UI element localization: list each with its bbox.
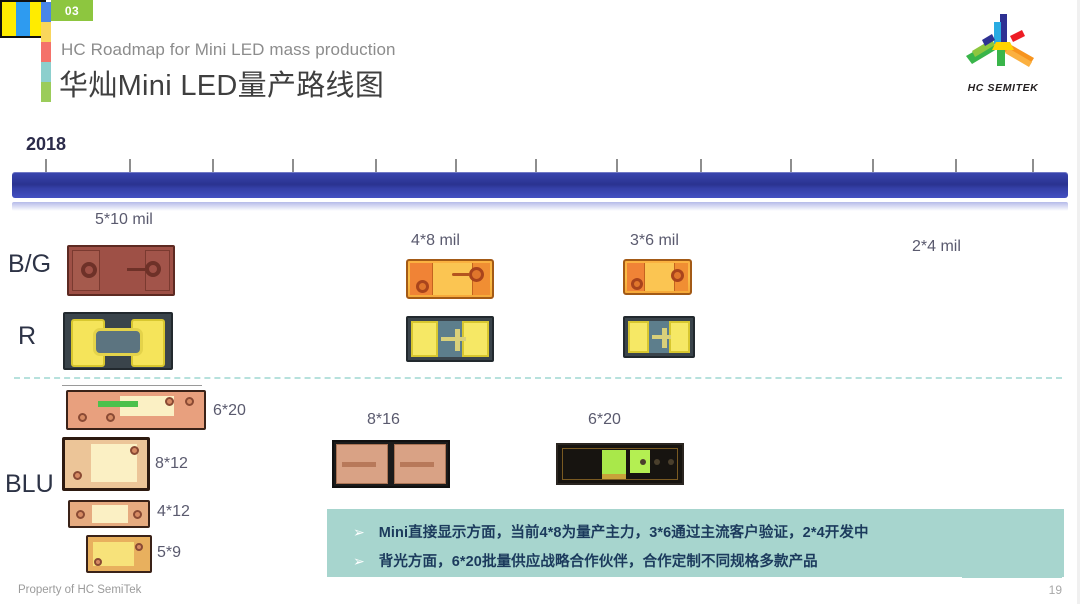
hc-semitek-logo: HC SEMITEK [948,8,1058,94]
stripe-yellow-left [2,2,16,36]
color-bar-segment-green [41,82,51,102]
caption-blu-8x16: 8*16 [367,411,400,428]
caption-4x8-mil: 4*8 mil [411,232,460,249]
timeline-bar [12,172,1068,198]
section-divider-solid [62,385,202,386]
summary-callout-box: ➢ Mini直接显示方面，当前4*8为量产主力，3*6通过主流客户验证，2*4开… [327,509,1064,577]
chip-blu-8x12 [62,437,150,491]
callout-line-1: ➢ Mini直接显示方面，当前4*8为量产主力，3*6通过主流客户验证，2*4开… [353,521,869,542]
caption-3x6-mil: 3*6 mil [630,232,679,249]
logo-wordmark: HC SEMITEK [967,82,1039,94]
row-label-blu: BLU [5,470,54,498]
chip-blu-6x20-center [556,443,684,485]
chip-blu-8x16 [332,440,450,488]
bullet-arrow-icon: ➢ [353,552,365,569]
caption-5x10-mil: 5*10 mil [95,211,153,228]
color-bar-segment-blue [41,2,51,22]
row-label-r: R [18,322,37,350]
footer-accent-bar [962,574,1062,578]
timeline-year-label: 2018 [26,134,67,154]
color-bar-segment-red [41,42,51,62]
footer-property-text: Property of HC SemiTek [18,584,142,596]
timeline-ticks [0,159,1080,175]
slide-right-edge [1077,0,1080,604]
color-bar-segment-teal [41,62,51,82]
header-color-bar [41,2,51,102]
color-bar-segment-yellow [41,22,51,42]
timeline-bar-reflection [12,202,1068,211]
chip-r-3x6-mil [623,316,695,358]
section-divider-dashed [14,377,1062,379]
section-number-badge: 03 [51,0,93,21]
footer-page-number: 19 [1048,583,1062,597]
chip-r-5x10-mil [63,312,173,370]
callout-line-2: ➢ 背光方面，6*20批量供应战略合作伙伴，合作定制不同规格多款产品 [353,550,818,571]
caption-blu-8x12: 8*12 [155,455,188,472]
page-title: 华灿Mini LED量产路线图 [59,70,385,102]
row-label-bg: B/G [8,250,52,278]
header-subtitle: HC Roadmap for Mini LED mass production [61,40,396,59]
chip-blu-5x9 [86,535,152,573]
caption-blu-6x20: 6*20 [213,402,246,419]
chip-bg-2x4-mil [0,0,46,38]
logo-mark-icon [966,14,1034,67]
stripe-blue-center [15,2,30,36]
callout-text-1: Mini直接显示方面，当前4*8为量产主力，3*6通过主流客户验证，2*4开发中 [378,525,869,541]
caption-blu-5x9: 5*9 [157,544,182,561]
chip-blu-4x12 [68,500,150,528]
caption-blu-4x12: 4*12 [157,503,190,520]
caption-2x4-mil: 2*4 mil [912,238,961,255]
chip-r-4x8-mil [406,316,494,362]
chip-bg-5x10-mil [67,245,175,296]
caption-blu-6x20-center: 6*20 [588,411,621,428]
bullet-arrow-icon: ➢ [353,523,365,540]
chip-bg-4x8-mil [406,259,494,299]
stripe-yellow-right [30,2,44,36]
callout-text-2: 背光方面，6*20批量供应战略合作伙伴，合作定制不同规格多款产品 [378,554,818,570]
chip-bg-3x6-mil [623,259,692,295]
chip-blu-6x20 [66,390,206,430]
